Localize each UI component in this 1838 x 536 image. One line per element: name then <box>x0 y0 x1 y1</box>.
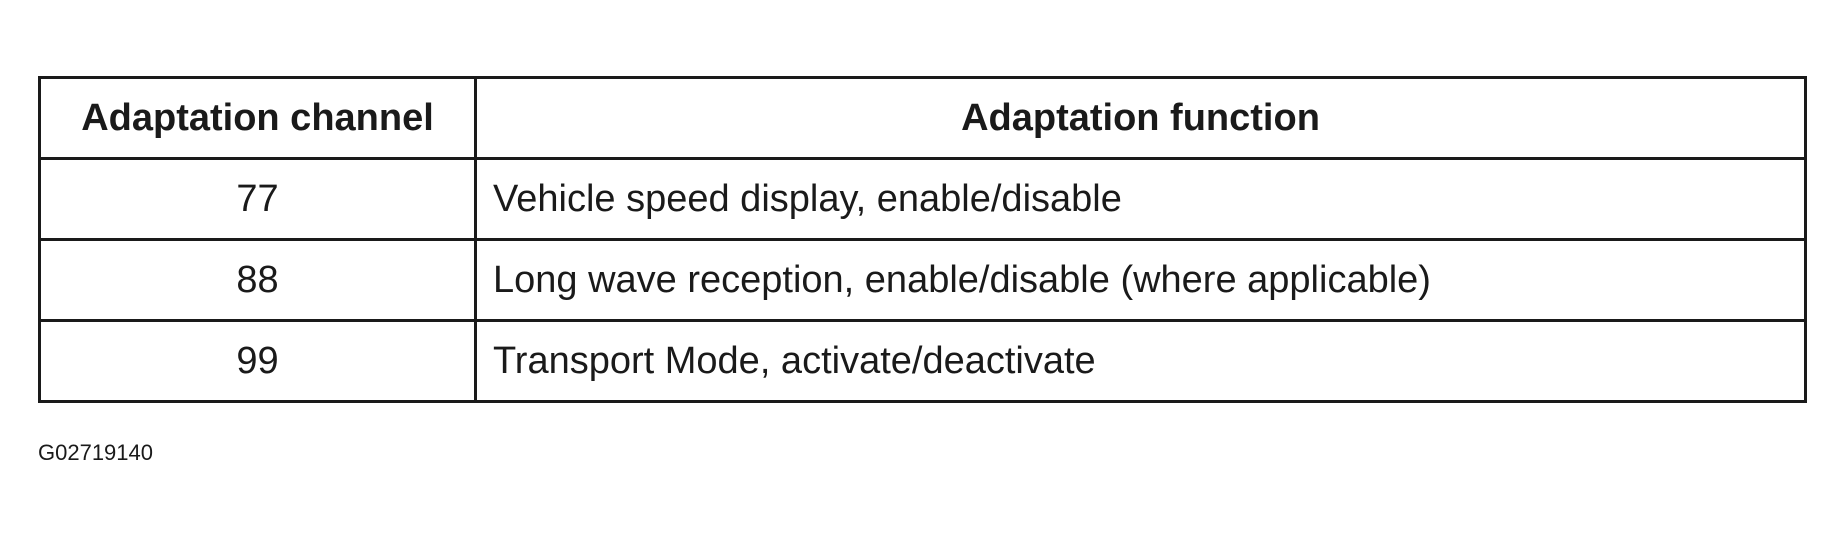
function-cell: Transport Mode, activate/deactivate <box>474 319 1807 403</box>
header-adaptation-channel: Adaptation channel <box>38 76 477 160</box>
adaptation-table: Adaptation channel Adaptation function 7… <box>38 76 1807 403</box>
channel-cell: 99 <box>38 319 477 403</box>
table-row: 77 Vehicle speed display, enable/disable <box>38 157 1807 241</box>
table-row: 88 Long wave reception, enable/disable (… <box>38 238 1807 322</box>
channel-cell: 88 <box>38 238 477 322</box>
channel-cell: 77 <box>38 157 477 241</box>
function-cell: Long wave reception, enable/disable (whe… <box>474 238 1807 322</box>
table-header-row: Adaptation channel Adaptation function <box>38 76 1807 160</box>
figure-id: G02719140 <box>38 440 153 465</box>
function-cell: Vehicle speed display, enable/disable <box>474 157 1807 241</box>
table-row: 99 Transport Mode, activate/deactivate <box>38 319 1807 403</box>
header-adaptation-function: Adaptation function <box>474 76 1807 160</box>
